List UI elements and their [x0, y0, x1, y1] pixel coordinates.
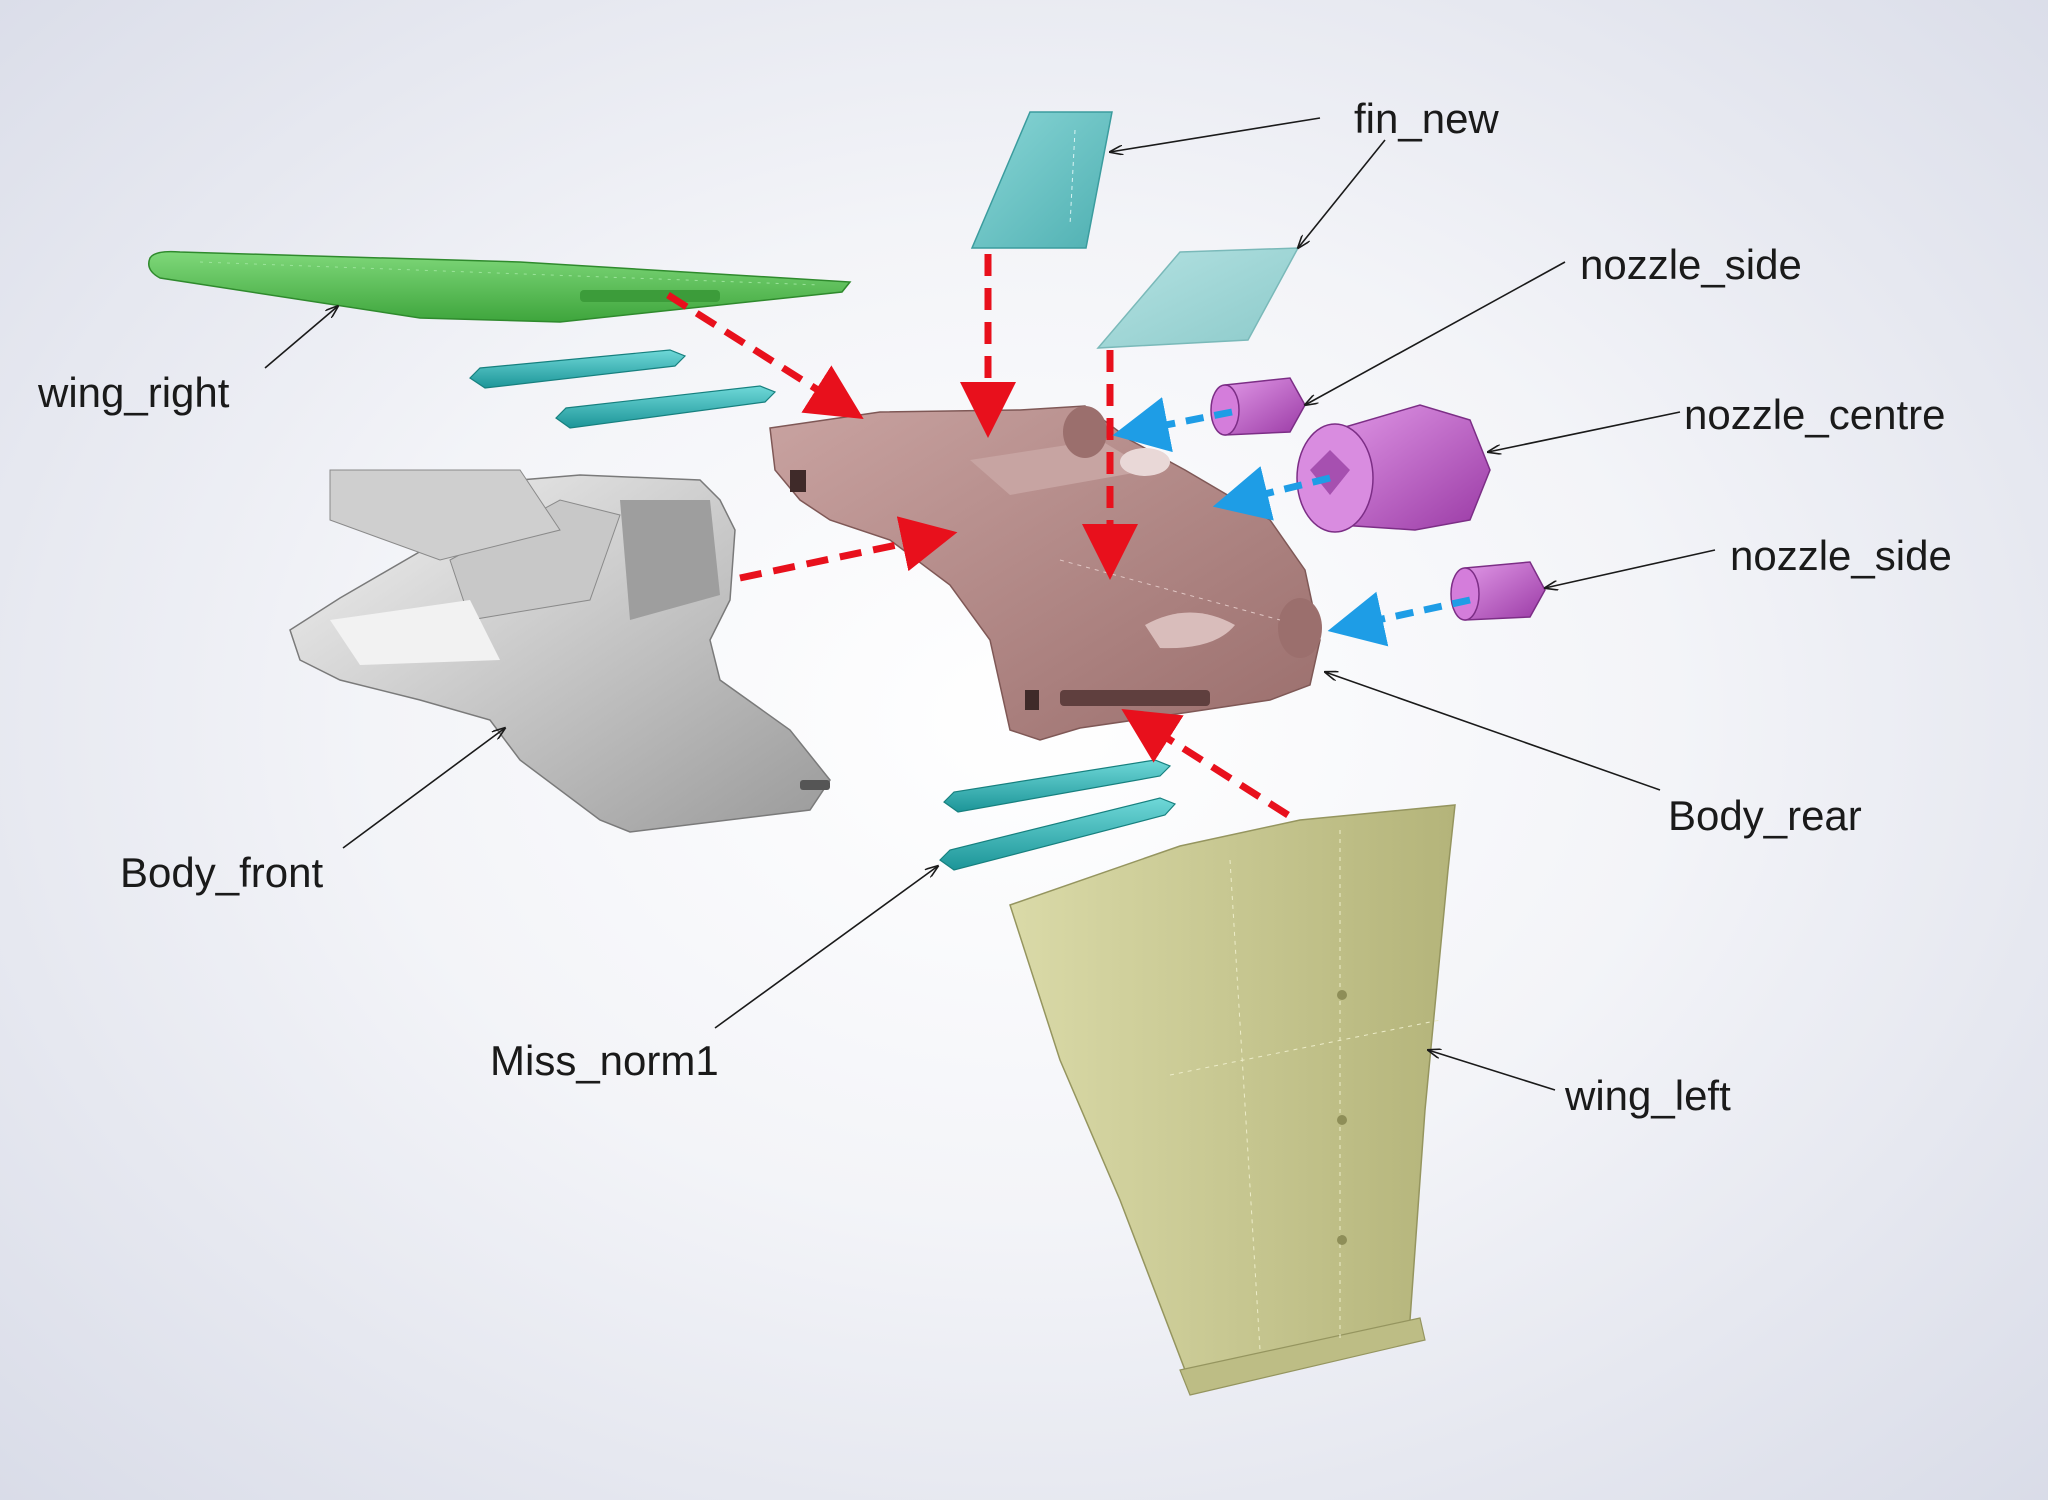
leader-wing-right [264, 306, 338, 369]
leader-nozzle-side-bottom [1545, 549, 1716, 588]
missile-lower-1 [943, 759, 1172, 813]
arrow-nozzle-centre [1212, 466, 1331, 521]
leader-body-rear [1325, 672, 1661, 791]
label-nozzle-side-top: nozzle_side [1580, 241, 1802, 288]
leader-miss-norm1 [714, 866, 938, 1029]
label-body-front: Body_front [120, 849, 324, 896]
leader-body-front [342, 728, 505, 849]
missile-upper-1 [469, 349, 687, 389]
leader-nozzle-side-top [1305, 261, 1566, 405]
arrow-nozzle-side-top [1112, 397, 1233, 453]
arrow-wing-left-to-body [1121, 708, 1290, 818]
arrow-nozzle-side-bottom [1327, 591, 1471, 647]
missile-lower-2 [939, 797, 1177, 871]
label-body-rear: Body_rear [1668, 792, 1862, 839]
label-miss-norm1: Miss_norm1 [490, 1037, 719, 1084]
label-nozzle-side-bottom: nozzle_side [1730, 532, 1952, 579]
leader-nozzle-centre [1488, 411, 1681, 452]
nozzle-side-bottom-part [1450, 561, 1546, 621]
fin-new-part [970, 111, 1113, 249]
body-front-part [289, 469, 831, 833]
label-wing-right: wing_right [38, 369, 230, 416]
leader-wing-left [1428, 1050, 1556, 1091]
leader-fin-new-1 [1110, 117, 1321, 152]
nozzle-centre-part [1296, 404, 1491, 533]
leader-lines [264, 117, 1716, 1091]
wing-left-part [1009, 804, 1456, 1396]
missile-upper-2 [555, 385, 777, 429]
body-rear-part [769, 405, 1322, 741]
wing-right-part [148, 250, 852, 323]
fin-new-second-part [1096, 247, 1300, 349]
label-nozzle-centre: nozzle_centre [1684, 391, 1946, 438]
label-wing-left: wing_left [1565, 1072, 1731, 1119]
assembly-arrows-red [666, 254, 1290, 818]
assembly-arrows-blue [1112, 397, 1471, 647]
nozzle-side-top-part [1210, 377, 1306, 436]
leader-fin-new-2 [1298, 139, 1386, 248]
label-fin-new: fin_new [1354, 95, 1499, 142]
